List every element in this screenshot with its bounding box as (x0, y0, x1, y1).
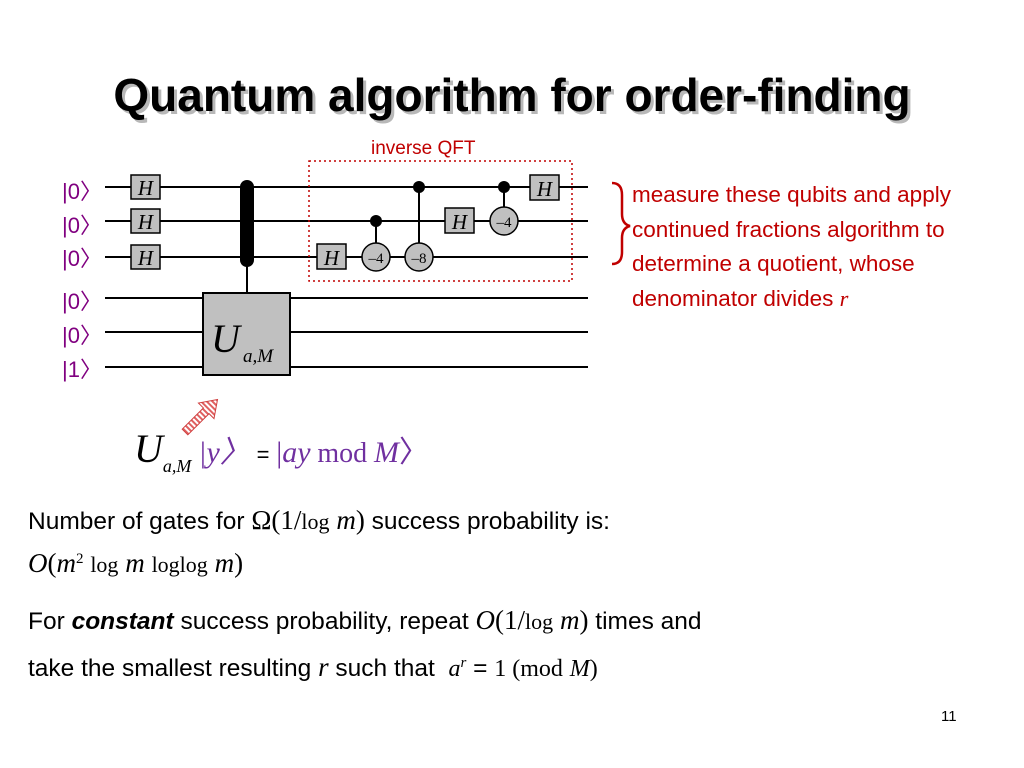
gates-prefix: Number of gates for (28, 508, 245, 535)
qubit-label-1: |0〉 (62, 179, 102, 204)
cond-M: M (569, 656, 590, 682)
hadamard-gate-3: H (130, 244, 161, 270)
complexity-log: log (90, 552, 119, 577)
complexity-m2: m (125, 548, 145, 578)
eq-ket-y: |y〉 (198, 436, 250, 469)
oracle-gate: U a,M (202, 292, 291, 376)
svg-text:H: H (323, 246, 341, 270)
cond-sup-r: r (460, 654, 467, 671)
hadamard-gate-2: H (130, 208, 161, 234)
gates-omega: Ω(1/ (251, 505, 302, 535)
oracle-main-text: U (211, 316, 243, 361)
phase-gate-3-text: –4 (496, 215, 513, 231)
take-text: take the smallest resulting (28, 655, 312, 682)
eq-ay: ay (282, 436, 311, 469)
qubit-label-6: |1〉 (62, 357, 102, 382)
repeat-m: m (559, 605, 580, 635)
hadamard-text-1: H (137, 176, 155, 200)
constant-text: constant (71, 608, 174, 635)
eq-M: M (374, 436, 399, 469)
qubit-label-2: |0〉 (62, 213, 102, 238)
eq-ket-close: 〉 (399, 436, 429, 469)
phase-gate-3: –4 (489, 181, 519, 236)
qubit-label-5: |0〉 (62, 323, 102, 348)
qft-hadamard-3: H (316, 243, 347, 270)
hadamard-gate-1: H (130, 174, 161, 200)
for-text: For (28, 608, 65, 635)
oracle-sub-text: a,M (243, 346, 274, 367)
repeat-O: O (475, 605, 496, 635)
measure-annotation: measure these qubits and apply continued… (632, 178, 977, 316)
repeat-log: log (525, 609, 554, 634)
oracle-arrow (181, 398, 219, 436)
cond-end: ) (589, 656, 598, 682)
inverse-qft-box (308, 160, 573, 282)
qubit-label-4: |0〉 (62, 289, 102, 314)
complexity-close: ) (234, 548, 244, 578)
constant-line: For constant success probability, repeat… (28, 605, 702, 636)
phase-gate-2: –8 (404, 181, 434, 272)
repeat-close: ) (579, 605, 589, 635)
repeat-text: success probability, repeat (180, 608, 469, 635)
complexity-sup: 2 (76, 550, 84, 567)
svg-text:H: H (536, 177, 554, 201)
eq-equals: = (256, 442, 270, 467)
cond-eq: = (473, 655, 488, 682)
svg-text:H: H (451, 210, 469, 234)
qft-hadamard-2: H (444, 207, 475, 234)
gates-close: ) (355, 505, 365, 535)
eq-mod: mod (317, 438, 368, 469)
eq-U: U (134, 426, 163, 471)
take-r: r (318, 652, 329, 682)
measure-text: measure these qubits and apply continued… (632, 182, 951, 311)
hadamard-text-3: H (137, 246, 155, 270)
repeat-open: (1/ (495, 605, 526, 635)
smallest-line: take the smallest resulting r such that … (28, 652, 598, 683)
complexity-m3: m (214, 548, 235, 578)
complexity-m: m (56, 548, 77, 578)
qft-hadamard-1: H (529, 174, 560, 201)
inverse-qft-label: inverse QFT (371, 138, 476, 159)
phase-gate-1-text: –4 (368, 251, 385, 267)
cond-one-mod: 1 (mod (494, 656, 563, 682)
measure-brace (611, 181, 631, 266)
complexity-open: ( (47, 548, 57, 578)
gates-line: Number of gates for Ω(1/log m) success p… (28, 505, 610, 536)
complexity-loglog: loglog (151, 552, 208, 577)
measure-var: r (839, 285, 849, 311)
qubit-label-3: |0〉 (62, 246, 102, 271)
oracle-control-bar (240, 180, 254, 267)
gates-m: m (336, 505, 356, 535)
phase-gate-2-text: –8 (411, 251, 427, 267)
gates-log: log (301, 509, 330, 534)
hadamard-text-2: H (137, 210, 155, 234)
page-number: 11 (941, 708, 957, 725)
gates-suffix: success probability is: (371, 508, 610, 535)
slide-title: Quantum algorithm for order-finding (113, 69, 911, 121)
complexity-line: O(m2 log m loglog m) (28, 548, 243, 579)
eq-sub: a,M (162, 456, 192, 476)
eq-ket-open: | (276, 436, 283, 469)
times-text: times and (595, 608, 702, 635)
cond-a: a (448, 656, 461, 682)
such-text: such that (335, 655, 435, 682)
complexity-O: O (28, 548, 48, 578)
phase-gate-1: –4 (361, 215, 391, 272)
oracle-equation: Ua,M |y〉 = |ay mod M〉 (134, 425, 429, 477)
